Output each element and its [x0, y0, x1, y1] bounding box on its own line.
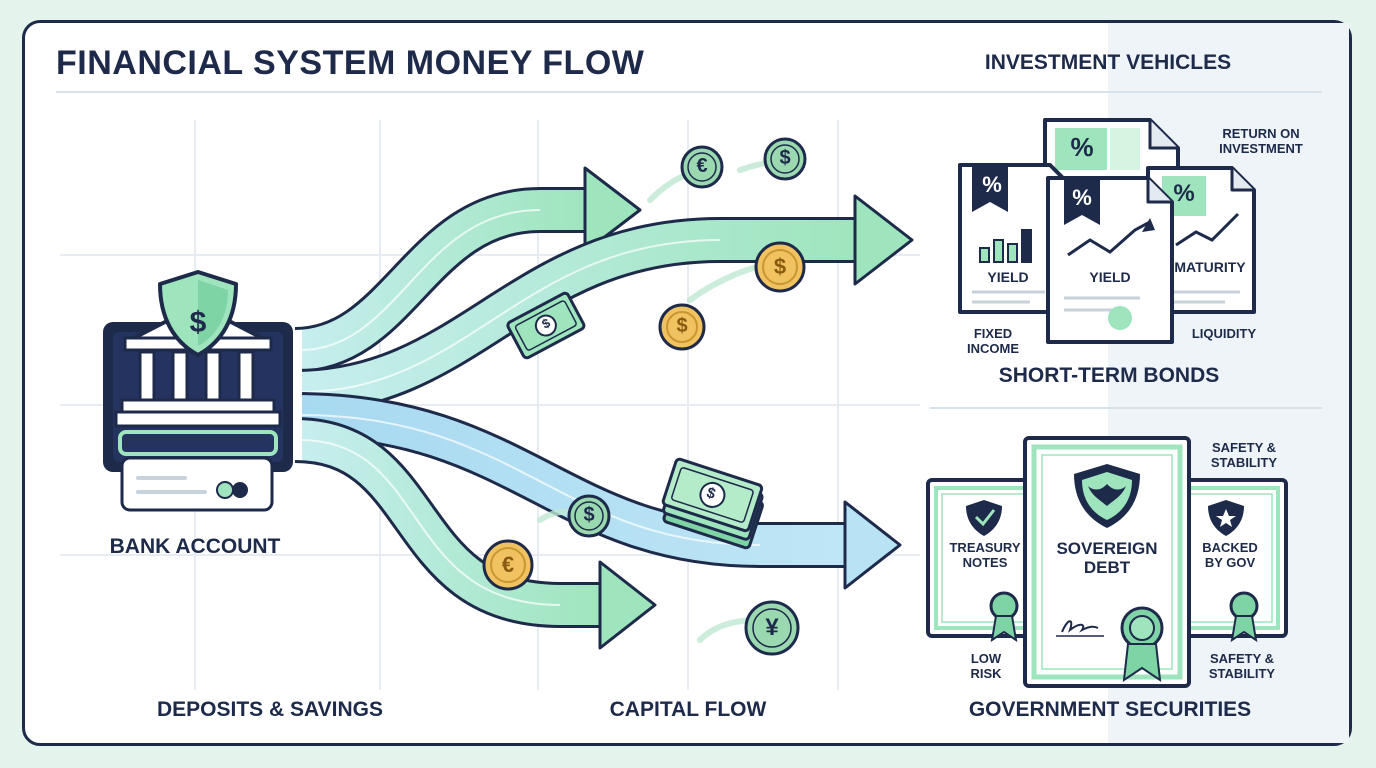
coin-yen-symbol: ¥ — [765, 614, 779, 641]
bond-doc-front-label: YIELD — [1089, 269, 1131, 285]
capital-flow-label: CAPITAL FLOW — [609, 698, 767, 721]
return-on-investment-label: RETURN ON INVESTMENT — [1219, 126, 1303, 156]
deposits-savings-label: DEPOSITS & SAVINGS — [157, 698, 383, 721]
backed-by-gov-label: BACKED BY GOV — [1202, 540, 1258, 570]
bond-doc-right — [1146, 166, 1256, 314]
coin-euro-gold — [482, 539, 534, 591]
coin-gold-upper-symbol: $ — [773, 254, 787, 279]
flow-arrow-lower-middle — [294, 392, 902, 590]
sovereign-debt-label: SOVEREIGN DEBT — [1056, 539, 1158, 577]
bond-doc-right-label: MATURITY — [1174, 259, 1246, 275]
banknote-flying — [506, 291, 586, 360]
investment-vehicles-header: INVESTMENT VEHICLES — [984, 51, 1232, 74]
fixed-income-label: FIXED INCOME — [967, 326, 1019, 356]
government-securities-label: GOVERNMENT SECURITIES — [968, 698, 1252, 721]
coin-dollar-top-symbol: $ — [779, 147, 791, 169]
bond-doc-front-badge: % — [1072, 185, 1092, 210]
certificate-right — [1172, 478, 1288, 643]
coin-euro-gold-symbol: € — [501, 552, 515, 577]
coin-gold-upper — [754, 241, 806, 293]
flow-origin-mask — [292, 330, 302, 460]
coin-gold-middle-symbol: $ — [676, 315, 688, 337]
bond-doc-front — [1046, 176, 1174, 344]
bank-icon — [103, 303, 293, 512]
bond-doc-right-badge: % — [1173, 180, 1195, 207]
flow-arrow-upper-middle — [294, 194, 914, 415]
coin-euro-top-symbol: € — [696, 155, 708, 177]
short-term-bonds-label: SHORT-TERM BONDS — [998, 364, 1220, 387]
bank-shield-icon — [158, 270, 238, 357]
bond-doc-left — [958, 163, 1072, 314]
coin-dollar-lower — [567, 494, 611, 538]
bank-account-label: BANK ACCOUNT — [109, 535, 281, 558]
page-title: FINANCIAL SYSTEM MONEY FLOW — [56, 44, 645, 82]
banknote-stack — [661, 457, 764, 550]
coin-yen — [744, 600, 800, 656]
safety-stability-bottom-label: SAFETY & STABILITY — [1208, 651, 1276, 681]
safety-stability-top-label: SAFETY & STABILITY — [1210, 440, 1278, 470]
coin-gold-middle — [658, 303, 706, 351]
bond-doc-left-label: YIELD — [987, 269, 1029, 285]
certificate-center — [1023, 436, 1191, 688]
liquidity-label: LIQUIDITY — [1191, 326, 1257, 341]
flow-arrow-bottom — [294, 417, 657, 650]
coin-dollar-lower-symbol: $ — [583, 504, 595, 526]
bond-doc-back-badge: % — [1070, 132, 1094, 162]
low-risk-label: LOW RISK — [970, 651, 1002, 681]
coin-dollar-top — [763, 137, 807, 181]
coin-euro-top — [680, 145, 724, 189]
treasury-notes-label: TREASURY NOTES — [949, 540, 1021, 570]
certificate-left — [926, 478, 1042, 643]
bank-shield-symbol: $ — [189, 306, 207, 339]
bond-doc-left-badge: % — [982, 172, 1002, 197]
flow-arrow-top — [293, 166, 642, 373]
